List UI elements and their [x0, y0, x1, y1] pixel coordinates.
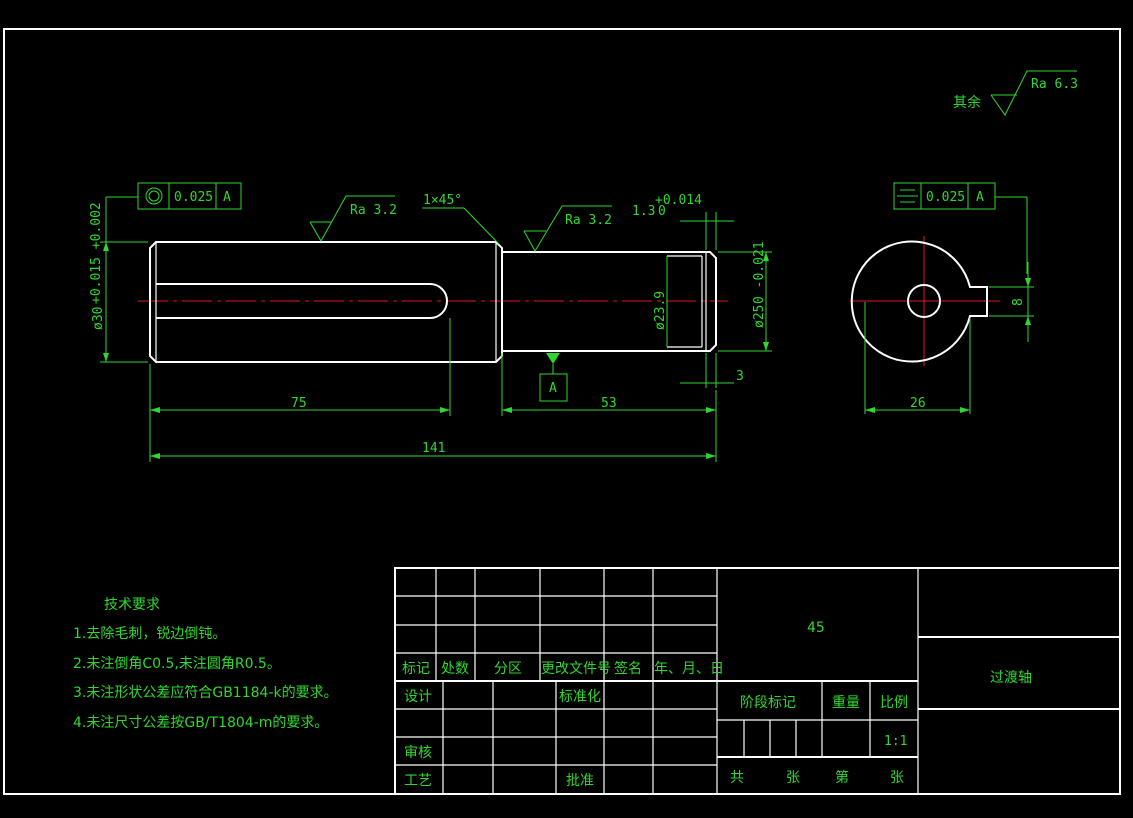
- roughness-2: Ra 3.2: [565, 213, 612, 228]
- col-mark: 标记: [402, 661, 430, 677]
- runout-datum: A: [223, 190, 231, 205]
- groove-tol-lower: 0: [658, 204, 666, 219]
- material-value: 45: [807, 620, 825, 636]
- general-roughness-value: Ra 6.3: [1031, 77, 1078, 92]
- dim-26: 26: [910, 396, 926, 411]
- col-date: 年、月、日: [654, 661, 724, 677]
- dim-3: 3: [736, 369, 744, 384]
- title-block: [394, 567, 1121, 795]
- label-design: 设计: [404, 689, 432, 705]
- part-name: 过渡轴: [990, 670, 1032, 686]
- label-sheets-unit-1: 张: [786, 770, 800, 786]
- sym-tolerance: 0.025: [926, 190, 965, 205]
- col-change-doc: 更改文件号: [541, 661, 611, 677]
- diam-groove: ø23.9: [653, 291, 668, 330]
- front-view-dimensions: [100, 182, 772, 462]
- label-standardize: 标准化: [559, 689, 601, 705]
- col-zone: 分区: [494, 661, 522, 677]
- runout-tolerance: 0.025: [174, 190, 213, 205]
- label-scale: 比例: [880, 695, 908, 711]
- note-2: 2.未注倒角C0.5,未注圆角R0.5。: [73, 656, 281, 672]
- general-roughness-label: 其余: [953, 94, 981, 111]
- notes-title: 技术要求: [104, 597, 160, 613]
- diam-right: ø25: [752, 305, 767, 328]
- label-weight: 重量: [832, 695, 860, 711]
- note-1: 1.去除毛刺，锐边倒钝。: [73, 626, 226, 642]
- scale-value: 1:1: [884, 734, 907, 749]
- groove-tol-upper: +0.014: [655, 193, 702, 208]
- label-process: 工艺: [404, 773, 432, 789]
- note-4: 4.未注尺寸公差按GB/T1804-m的要求。: [73, 715, 328, 731]
- dim-8: 8: [1011, 298, 1026, 306]
- dim-75: 75: [291, 396, 307, 411]
- diam-left: ø30: [91, 307, 106, 330]
- general-roughness: [990, 70, 1077, 116]
- label-approve: 批准: [566, 773, 594, 789]
- label-review: 审核: [404, 745, 432, 761]
- note-3: 3.未注形状公差应符合GB1184-k的要求。: [73, 684, 338, 701]
- dim-53: 53: [601, 396, 617, 411]
- col-signature: 签名: [614, 660, 642, 677]
- shaft-section-view: [850, 182, 1034, 414]
- roughness-1: Ra 3.2: [350, 203, 397, 218]
- label-sheets-total: 共: [730, 770, 744, 786]
- groove-width: 1.3: [632, 204, 655, 219]
- label-sheets-unit-2: 张: [890, 770, 904, 786]
- datum-a-label: A: [549, 381, 557, 396]
- label-stage-mark: 阶段标记: [740, 695, 796, 711]
- diam-left-tol: +0.015 +0.002: [89, 202, 104, 304]
- col-count: 处数: [441, 661, 469, 677]
- drawing-frame: [3, 28, 1121, 795]
- chamfer-note: 1×45°: [423, 193, 462, 208]
- shaft-front-view: [138, 241, 728, 363]
- dim-141: 141: [422, 441, 445, 456]
- sym-datum: A: [976, 190, 984, 205]
- diam-right-tol: 0 -0.021: [752, 241, 767, 304]
- label-sheet-no: 第: [835, 769, 849, 786]
